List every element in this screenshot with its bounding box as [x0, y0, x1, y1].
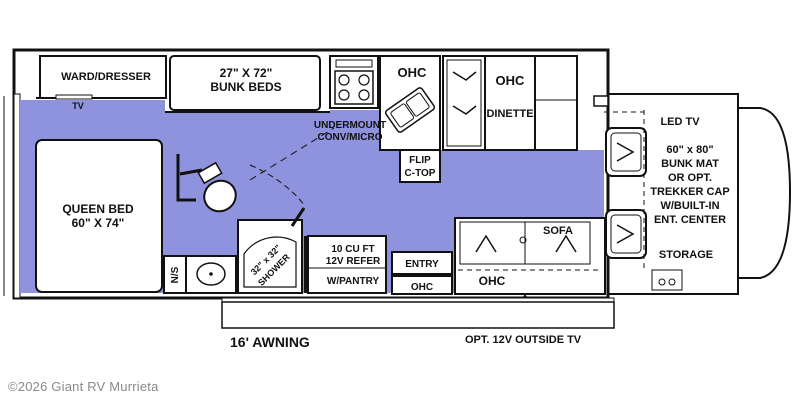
bunk-mat-line-6: ENT. CENTER — [654, 214, 726, 226]
awning-label: 16' AWNING — [230, 334, 310, 350]
dinette-seat-front — [534, 55, 578, 151]
kitchen-ohc-label: OHC — [398, 65, 428, 80]
seat-belt-icon — [452, 71, 477, 115]
entry-ohc — [391, 275, 453, 295]
ns-label: N/S — [170, 266, 181, 283]
toilet-icon — [203, 179, 237, 213]
flip-label-1: FLIP — [409, 155, 431, 166]
bunk-beds — [169, 55, 321, 111]
bunk-mat-line-2: BUNK MAT — [661, 158, 719, 170]
refrigerator — [307, 235, 387, 294]
burner-icon — [338, 74, 370, 101]
queen-bed-size: 60" X 74" — [72, 216, 125, 230]
undermount-label-2: CONV/MICRO — [318, 132, 383, 143]
watermark: ©2026 Giant RV Murrieta — [8, 379, 159, 394]
refer-label-1: 10 CU FT — [331, 244, 374, 255]
bunk-mat-line-3: OR OPT. — [668, 172, 712, 184]
undermount-label-1: UNDERMOUNT — [314, 120, 386, 131]
bunk-beds-label: BUNK BEDS — [210, 80, 281, 94]
ward-dresser-label: WARD/DRESSER — [61, 71, 151, 83]
bath-wall — [176, 154, 196, 202]
cab-step — [651, 269, 683, 291]
bunk-size-label: 27" X 72" — [220, 66, 273, 80]
seat-belt-icon — [475, 234, 577, 253]
rear-tv — [55, 94, 93, 100]
rear-wall — [13, 93, 21, 299]
led-tv-label: LED TV — [660, 116, 700, 128]
ward-dresser — [39, 55, 167, 99]
entry — [391, 251, 453, 275]
dinette-table — [484, 55, 536, 151]
awning — [221, 301, 615, 329]
pantry-label: W/PANTRY — [327, 276, 380, 287]
queen-bed — [35, 139, 163, 293]
dinette-ohc-label: OHC — [496, 73, 526, 88]
bunk-mat-line-1: 60" x 80" — [666, 144, 713, 156]
dinette-label: DINETTE — [486, 108, 533, 120]
bunk-mat-line-5: W/BUILT-IN — [660, 200, 719, 212]
bunk-mat-line-4: TREKKER CAP — [650, 186, 729, 198]
floor-area — [20, 100, 604, 293]
sink-icon — [384, 87, 436, 133]
flip-label-2: C-TOP — [405, 168, 436, 179]
sofa-ohc-label: OHC — [479, 274, 506, 288]
flip-counter-top — [399, 149, 441, 183]
cab-nose — [738, 107, 792, 279]
rear-tv-label: TV — [72, 101, 84, 111]
entry-ohc-label: OHC — [411, 282, 433, 293]
sofa-label: SOFA — [543, 225, 573, 237]
queen-bed-label: QUEEN BED — [62, 202, 134, 216]
refer-label-2: 12V REFER — [326, 256, 381, 267]
entry-label: ENTRY — [405, 259, 439, 270]
outside-tv-label: OPT. 12V OUTSIDE TV — [465, 334, 582, 346]
storage-label: STORAGE — [659, 249, 713, 261]
